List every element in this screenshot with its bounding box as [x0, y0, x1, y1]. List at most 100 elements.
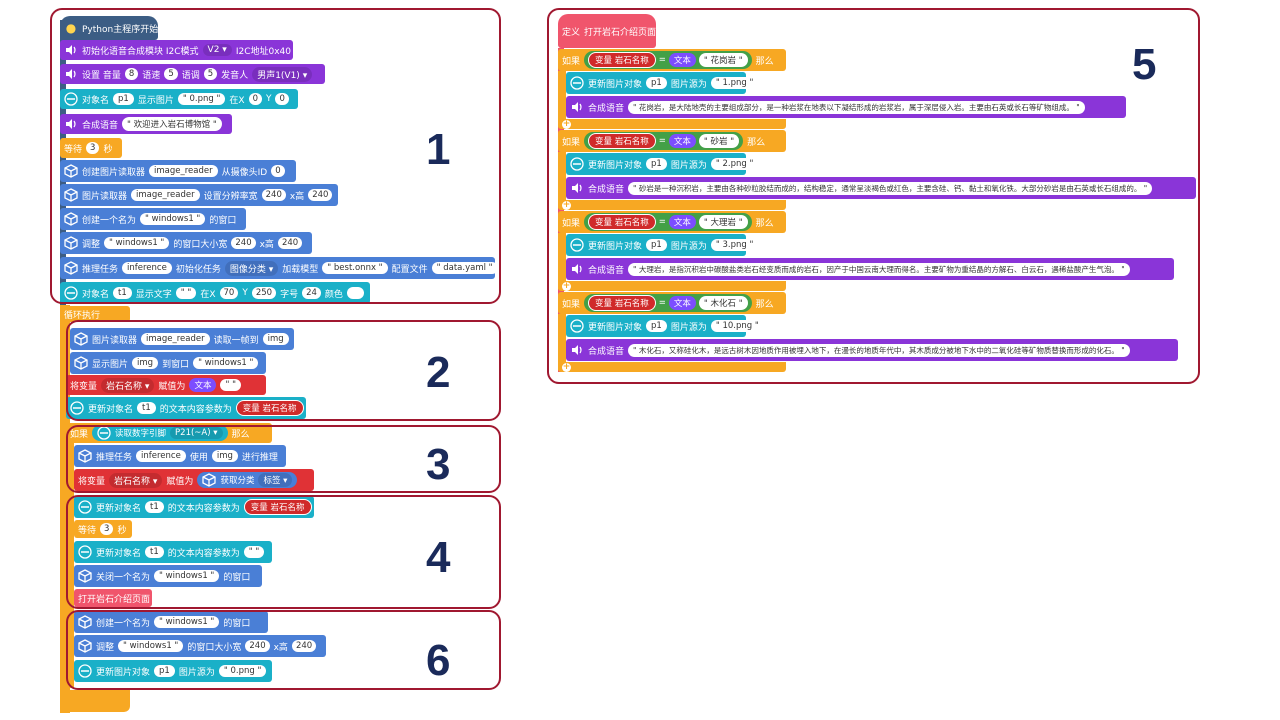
var-reporter[interactable]: 变量 岩石名称	[588, 133, 656, 149]
win-input[interactable]: " windows1 "	[118, 640, 184, 652]
model-input[interactable]: " best.onnx "	[322, 262, 388, 274]
update-text-var-block[interactable]: 更新对象名 t1 的文本内容参数为 变量 岩石名称	[74, 496, 314, 518]
var-dropdown[interactable]: 岩石名称 ▾	[101, 377, 155, 393]
obj-input[interactable]: t1	[137, 402, 156, 414]
height-input[interactable]: 240	[291, 640, 317, 652]
task-type-dropdown[interactable]: 图像分类 ▾	[224, 260, 279, 276]
win-input[interactable]: " windows1 "	[154, 616, 220, 628]
proc-name[interactable]: 打开岩石介绍页面	[584, 27, 657, 38]
wait-block[interactable]: 等待 3 秒	[60, 138, 122, 158]
font-input[interactable]: 24	[302, 287, 321, 299]
text-value-block[interactable]: 文本	[668, 296, 696, 310]
wait-input[interactable]: 3	[86, 142, 100, 154]
img-var-input[interactable]: img	[132, 357, 159, 369]
if-rock-block[interactable]: 如果 变量 岩石名称 = 文本 " 木化石 " 那么	[558, 292, 786, 314]
close-window-block[interactable]: 关闭一个名为 " windows1 " 的窗口	[74, 565, 262, 587]
volume-input[interactable]: 8	[124, 68, 139, 80]
var-dropdown[interactable]: 岩石名称 ▾	[109, 472, 163, 488]
width-input[interactable]: 240	[261, 189, 286, 201]
obj-input[interactable]: t1	[145, 501, 164, 513]
y-input[interactable]: 250	[251, 287, 277, 299]
update-text-block[interactable]: 更新对象名 t1 的文本内容参数为 变量 岩石名称	[66, 397, 306, 419]
update-img-block[interactable]: 更新图片对象 p1 图片源为 " 10.png "	[566, 315, 764, 337]
rock-desc-input[interactable]: " 大理岩，是指沉积岩中碳酸盐类岩石经变质而成的岩石，因产于中国云南大理而得名。…	[628, 262, 1130, 276]
var-reporter[interactable]: 变量 岩石名称	[588, 52, 656, 68]
if-rock-block[interactable]: 如果 变量 岩石名称 = 文本 " 花岗岩 " 那么	[558, 49, 786, 71]
cls-dropdown[interactable]: 标签 ▾	[258, 473, 293, 487]
win-input[interactable]: " windows1 "	[140, 213, 206, 225]
width-input[interactable]: 240	[231, 237, 256, 249]
do-infer-block[interactable]: 推理任务 inference 使用 img 进行推理	[74, 445, 286, 467]
obj-input[interactable]: t1	[145, 546, 164, 558]
obj-input[interactable]: p1	[154, 665, 175, 677]
img-input[interactable]: " 0.png "	[177, 93, 226, 105]
show-picture-block[interactable]: 显示图片 img 到窗口 " windows1 "	[70, 352, 266, 374]
img-input[interactable]: " 0.png "	[218, 665, 267, 677]
inference-input[interactable]: inference	[136, 450, 186, 462]
infer-init-block[interactable]: 推理任务 inference 初始化任务 图像分类 ▾ 加载模型 " best.…	[60, 257, 498, 279]
text-input[interactable]: " "	[175, 287, 197, 299]
say-welcome-block[interactable]: 合成语音 " 欢迎进入岩石博物馆 "	[60, 114, 232, 134]
say-rock-block[interactable]: 合成语音 " 砂岩是一种沉积岩，主要由各种砂粒胶结而成的，结构稳定，通常呈淡褐色…	[566, 177, 1196, 199]
reader-input[interactable]: image_reader	[131, 189, 200, 201]
text-value-block[interactable]: 文本	[668, 215, 696, 229]
update-img-block[interactable]: 更新图片对象 p1 图片源为 " 3.png "	[566, 234, 759, 256]
init-speech-block[interactable]: 初始化语音合成模块 I2C模式 V2 ▾ I2C地址0x40	[60, 40, 293, 60]
text-empty-input[interactable]: " "	[220, 379, 241, 391]
equals-reporter[interactable]: 变量 岩石名称 = 文本 " 木化石 "	[584, 294, 752, 312]
obj-input[interactable]: p1	[646, 320, 667, 332]
text-value-block[interactable]: 文本	[668, 53, 696, 67]
add-else-icon[interactable]: +	[562, 281, 571, 291]
obj-input[interactable]: p1	[646, 158, 667, 170]
add-else-icon[interactable]: +	[562, 200, 571, 210]
equals-reporter[interactable]: 变量 岩石名称 = 文本 " 大理岩 "	[584, 213, 752, 231]
rock-name-input[interactable]: " 木化石 "	[698, 296, 748, 310]
add-else-icon[interactable]: +	[562, 119, 571, 129]
rock-name-input[interactable]: " 花岗岩 "	[698, 53, 748, 67]
add-else-icon[interactable]: +	[562, 362, 571, 372]
update-img-block[interactable]: 更新图片对象 p1 图片源为 " 2.png "	[566, 153, 759, 175]
version-dropdown[interactable]: V2 ▾	[202, 44, 232, 56]
update-img-block[interactable]: 更新图片对象 p1 图片源为 " 1.png "	[566, 72, 759, 94]
set-var-block[interactable]: 将变量 岩石名称 ▾ 赋值为 文本 " "	[66, 375, 266, 395]
height-input[interactable]: 240	[308, 189, 333, 201]
var-reporter[interactable]: 变量 岩石名称	[588, 214, 656, 230]
inference-input[interactable]: inference	[122, 262, 172, 274]
define-proc-hat[interactable]: 定义 打开岩石介绍页面	[558, 14, 656, 48]
adjust-window-block[interactable]: 调整 " windows1 " 的窗口大小宽 240 x高 240	[60, 232, 312, 254]
img-input[interactable]: " 1.png "	[710, 77, 759, 89]
set-resolution-block[interactable]: 图片读取器 image_reader 设置分辨率宽 240 x高 240	[60, 184, 338, 206]
create-window-block-2[interactable]: 创建一个名为 " windows1 " 的窗口	[74, 611, 268, 633]
rock-desc-input[interactable]: " 砂岩是一种沉积岩，主要由各种砂粒胶结而成的，结构稳定，通常呈淡褐色或红色，主…	[628, 181, 1153, 195]
var-reporter[interactable]: 变量 岩石名称	[588, 295, 656, 311]
img-input[interactable]: " 2.png "	[710, 158, 759, 170]
img-input[interactable]: " 10.png "	[710, 320, 764, 332]
text-value-block[interactable]: 文本	[668, 134, 696, 148]
pin-dropdown[interactable]: P21(~A) ▾	[170, 427, 223, 439]
rock-name-input[interactable]: " 大理岩 "	[698, 215, 748, 229]
width-input[interactable]: 240	[245, 640, 270, 652]
win-input[interactable]: " windows1 "	[154, 570, 220, 582]
if-rock-block[interactable]: 如果 变量 岩石名称 = 文本 " 大理岩 " 那么	[558, 211, 786, 233]
cfg-input[interactable]: " data.yaml "	[431, 262, 498, 274]
if-pin-block[interactable]: 如果 读取数字引脚 P21(~A) ▾ 那么	[66, 423, 272, 443]
say-rock-block[interactable]: 合成语音 " 大理岩，是指沉积岩中碳酸盐类岩石经变质而成的岩石，因产于中国云南大…	[566, 258, 1174, 280]
height-input[interactable]: 240	[277, 237, 303, 249]
loop-header[interactable]: 循环执行	[60, 306, 130, 322]
set-voice-block[interactable]: 设置 音量 8 语速 5 语调 5 发音人 男声1(V1) ▾	[60, 64, 325, 84]
text-value-block[interactable]: 文本	[189, 378, 217, 392]
obj-input[interactable]: p1	[646, 239, 667, 251]
equals-reporter[interactable]: 变量 岩石名称 = 文本 " 花岗岩 "	[584, 51, 752, 69]
equals-reporter[interactable]: 变量 岩石名称 = 文本 " 砂岩 "	[584, 132, 744, 150]
say-rock-block[interactable]: 合成语音 " 花岗岩，是大陆地壳的主要组成部分，是一种岩浆在地表以下凝结形成的岩…	[566, 96, 1126, 118]
obj-input[interactable]: p1	[113, 93, 134, 105]
x-input[interactable]: 70	[219, 287, 239, 299]
reader-input[interactable]: image_reader	[141, 333, 210, 345]
y-input[interactable]: 0	[275, 93, 289, 105]
img-var-input[interactable]: img	[211, 450, 238, 462]
rock-name-input[interactable]: " 砂岩 "	[698, 134, 740, 148]
pin-read-reporter[interactable]: 读取数字引脚 P21(~A) ▾	[92, 425, 228, 441]
show-text-block[interactable]: 对象名 t1 显示文字 " " 在X 70 Y 250 字号 24 颜色	[60, 282, 370, 304]
python-start-hat[interactable]: ● Python主程序开始	[60, 16, 158, 40]
update-img-block-0[interactable]: 更新图片对象 p1 图片源为 " 0.png "	[74, 660, 272, 682]
